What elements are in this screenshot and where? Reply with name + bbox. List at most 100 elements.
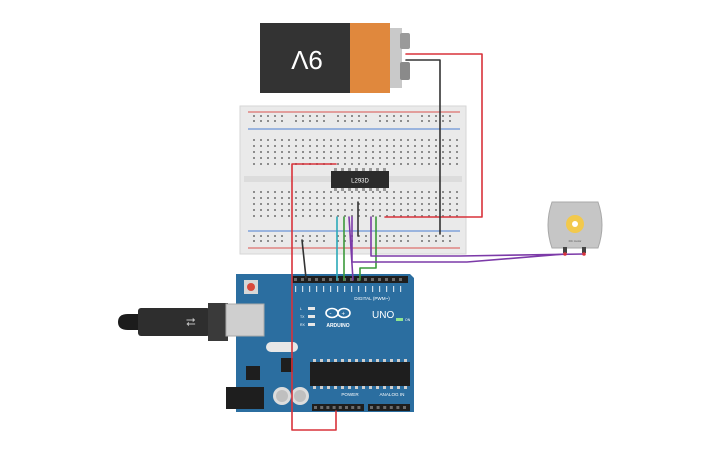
header-pin[interactable] <box>345 406 348 409</box>
breadboard-hole[interactable] <box>414 157 416 159</box>
breadboard-hole[interactable] <box>421 209 423 211</box>
breadboard-hole[interactable] <box>358 139 360 141</box>
breadboard-hole[interactable] <box>260 203 262 205</box>
breadboard-hole[interactable] <box>393 203 395 205</box>
breadboard-hole[interactable] <box>407 157 409 159</box>
breadboard-hole[interactable] <box>260 163 262 165</box>
breadboard-hole[interactable] <box>323 240 325 242</box>
breadboard-hole[interactable] <box>337 145 339 147</box>
breadboard-hole[interactable] <box>288 139 290 141</box>
breadboard-hole[interactable] <box>379 240 381 242</box>
breadboard-hole[interactable] <box>393 197 395 199</box>
motor-terminal-2[interactable] <box>582 247 586 253</box>
breadboard-hole[interactable] <box>400 151 402 153</box>
breadboard-hole[interactable] <box>449 191 451 193</box>
breadboard-hole[interactable] <box>456 197 458 199</box>
breadboard-hole[interactable] <box>316 115 318 117</box>
breadboard-hole[interactable] <box>449 209 451 211</box>
breadboard-hole[interactable] <box>435 235 437 237</box>
breadboard-hole[interactable] <box>323 215 325 217</box>
breadboard-hole[interactable] <box>295 197 297 199</box>
breadboard-hole[interactable] <box>442 235 444 237</box>
breadboard-hole[interactable] <box>379 209 381 211</box>
breadboard-hole[interactable] <box>365 139 367 141</box>
breadboard-hole[interactable] <box>351 157 353 159</box>
header-pin[interactable] <box>338 406 342 409</box>
breadboard-hole[interactable] <box>344 139 346 141</box>
breadboard-hole[interactable] <box>281 145 283 147</box>
breadboard-hole[interactable] <box>330 139 332 141</box>
breadboard-hole[interactable] <box>407 139 409 141</box>
breadboard-hole[interactable] <box>400 157 402 159</box>
breadboard-hole[interactable] <box>253 203 255 205</box>
breadboard-hole[interactable] <box>407 145 409 147</box>
breadboard-hole[interactable] <box>351 209 353 211</box>
breadboard-hole[interactable] <box>386 115 388 117</box>
breadboard-hole[interactable] <box>267 151 269 153</box>
digital-pin[interactable] <box>392 278 395 281</box>
breadboard-hole[interactable] <box>267 209 269 211</box>
breadboard-hole[interactable] <box>288 197 290 199</box>
analog-header[interactable] <box>368 404 410 411</box>
breadboard-hole[interactable] <box>260 145 262 147</box>
breadboard-hole[interactable] <box>393 157 395 159</box>
digital-pin[interactable] <box>364 278 367 281</box>
breadboard-hole[interactable] <box>365 240 367 242</box>
breadboard-hole[interactable] <box>330 151 332 153</box>
breadboard-hole[interactable] <box>400 215 402 217</box>
breadboard-hole[interactable] <box>330 209 332 211</box>
battery-terminal-positive[interactable] <box>400 33 410 49</box>
breadboard-hole[interactable] <box>379 145 381 147</box>
breadboard-hole[interactable] <box>428 163 430 165</box>
breadboard-hole[interactable] <box>386 163 388 165</box>
breadboard-hole[interactable] <box>253 139 255 141</box>
breadboard-hole[interactable] <box>414 163 416 165</box>
breadboard-hole[interactable] <box>407 120 409 122</box>
breadboard-hole[interactable] <box>344 215 346 217</box>
breadboard-hole[interactable] <box>449 163 451 165</box>
breadboard-hole[interactable] <box>330 203 332 205</box>
breadboard-hole[interactable] <box>323 157 325 159</box>
breadboard-hole[interactable] <box>386 120 388 122</box>
breadboard-hole[interactable] <box>449 151 451 153</box>
digital-pin[interactable] <box>371 278 374 281</box>
breadboard-hole[interactable] <box>414 197 416 199</box>
breadboard-hole[interactable] <box>295 120 297 122</box>
dc-power-jack[interactable] <box>226 387 264 409</box>
breadboard-hole[interactable] <box>267 145 269 147</box>
breadboard-hole[interactable] <box>428 115 430 117</box>
breadboard-hole[interactable] <box>428 191 430 193</box>
wire-arduino-gnd[interactable] <box>301 239 307 279</box>
breadboard-hole[interactable] <box>295 235 297 237</box>
breadboard-hole[interactable] <box>344 151 346 153</box>
breadboard-hole[interactable] <box>295 139 297 141</box>
breadboard-hole[interactable] <box>316 145 318 147</box>
breadboard-hole[interactable] <box>421 240 423 242</box>
breadboard-hole[interactable] <box>449 157 451 159</box>
breadboard-hole[interactable] <box>281 191 283 193</box>
breadboard-hole[interactable] <box>274 209 276 211</box>
breadboard-hole[interactable] <box>330 215 332 217</box>
breadboard-hole[interactable] <box>400 197 402 199</box>
digital-pin[interactable] <box>294 278 297 281</box>
breadboard-hole[interactable] <box>323 203 325 205</box>
breadboard-hole[interactable] <box>456 191 458 193</box>
breadboard-hole[interactable] <box>274 115 276 117</box>
breadboard-hole[interactable] <box>337 139 339 141</box>
breadboard-hole[interactable] <box>358 157 360 159</box>
breadboard-hole[interactable] <box>400 139 402 141</box>
breadboard-hole[interactable] <box>379 235 381 237</box>
breadboard-hole[interactable] <box>253 209 255 211</box>
reset-button[interactable] <box>247 283 255 291</box>
breadboard-hole[interactable] <box>358 151 360 153</box>
breadboard-hole[interactable] <box>344 115 346 117</box>
breadboard-hole[interactable] <box>393 191 395 193</box>
header-pin[interactable] <box>389 406 393 409</box>
breadboard-hole[interactable] <box>358 163 360 165</box>
breadboard-hole[interactable] <box>267 120 269 122</box>
breadboard-hole[interactable] <box>400 163 402 165</box>
breadboard-hole[interactable] <box>421 151 423 153</box>
wire-arduino-5v[interactable] <box>291 163 337 431</box>
breadboard-hole[interactable] <box>365 197 367 199</box>
breadboard-hole[interactable] <box>281 139 283 141</box>
